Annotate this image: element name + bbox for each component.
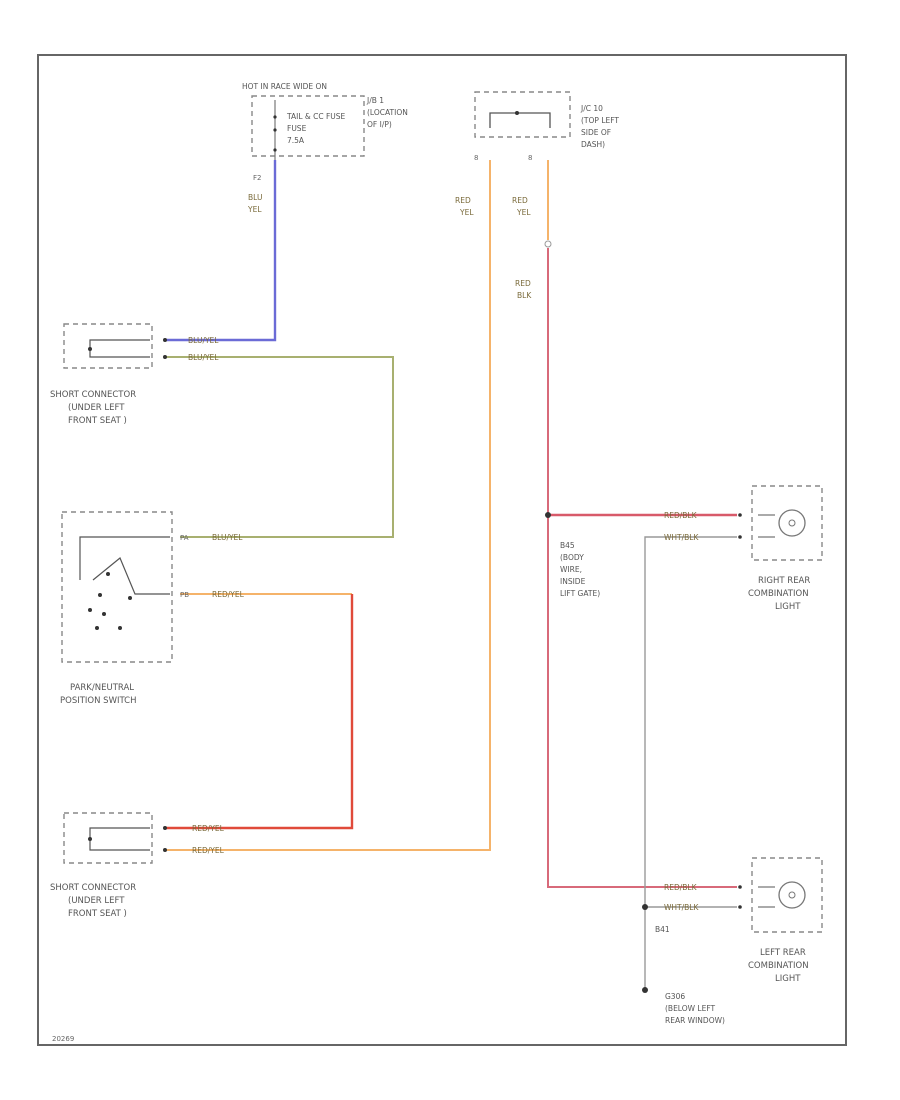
sc-top-line2: (UNDER LEFT [68,403,125,413]
jc-name: J/C 10 [580,104,603,113]
jc-loc-2: SIDE OF [581,128,611,137]
splice-line4: LIFT GATE) [560,589,600,598]
wire-label-blk-c: BLK [517,291,532,300]
ground-splice [642,904,648,910]
wire-label-red-c: RED [515,279,531,288]
fuse-box [251,95,365,157]
wire-red-yel-jc [165,160,491,851]
short-connector-bottom [63,812,153,864]
fuse-block-loc-2: OF I/P) [367,120,392,129]
fuse-block-name: J/B 1 [366,96,384,105]
wire-red-yel-switch [165,594,354,830]
sc-top-wire2: BLU/YEL [188,353,219,362]
lr-line1: LEFT REAR [760,948,806,958]
park-neutral-switch [61,511,173,663]
lr-wire2: WHT/BLK [664,903,699,912]
wire-label-yel-b: YEL [516,208,531,217]
rr-wire2: WHT/BLK [664,533,699,542]
sc-bot-wire1: RED/YEL [192,824,225,833]
splice-name: B45 [560,541,575,550]
pn-wire-b: RED/YEL [212,590,245,599]
fuse-rating: 7.5A [287,136,305,145]
right-rear-bulb-icon [778,509,806,537]
jc-pin-right: 8 [528,154,532,162]
lr-line3: LIGHT [775,974,801,984]
wire-red-blk-main [547,248,737,888]
lr-line2: COMBINATION [748,961,809,971]
fuse-label-fuse: FUSE [287,124,307,133]
short-connector-top [63,323,153,369]
ground-name: G306 [665,992,685,1001]
sc-top-wire1: BLU/YEL [188,336,219,345]
hot-label: HOT IN RACE WIDE ON [242,82,327,91]
figure-id: 20269 [52,1035,74,1043]
right-rear-light-box [751,485,823,561]
jc-loc-3: DASH) [581,140,605,149]
rr-wire1: RED/BLK [664,511,698,520]
wire-blu-yel-switch [165,356,394,538]
pn-line2: POSITION SWITCH [60,696,137,706]
fuse-pin: F2 [253,174,261,182]
left-rear-bulb-icon [778,881,806,909]
wire-label-blu: BLU [248,193,262,202]
ground-line1: (BELOW LEFT [665,1004,716,1013]
pn-line1: PARK/NEUTRAL [70,683,134,693]
pn-pin-a: PA [180,534,189,542]
wire-blu-yel-feed [165,160,277,342]
fuse-name: TAIL & CC FUSE [286,112,346,121]
wire-label-red-a: RED [455,196,471,205]
jc-loc-1: (TOP LEFT [581,116,619,125]
ground-icon [642,987,648,993]
pn-wire-a: BLU/YEL [212,533,243,542]
sc-bot-line2: (UNDER LEFT [68,896,125,906]
pn-pin-b: PB [180,591,189,599]
wire-label-yel-a: YEL [459,208,474,217]
rr-line1: RIGHT REAR [758,576,810,586]
ground-line2: REAR WINDOW) [665,1016,725,1025]
wire-label-red-b: RED [512,196,528,205]
splice-line2: WIRE, [560,565,582,574]
sc-bot-wire2: RED/YEL [192,846,225,855]
sc-bot-line3: FRONT SEAT ) [68,909,127,919]
splice-b45 [545,512,551,518]
splice-line1: (BODY [560,553,584,562]
rr-line3: LIGHT [775,602,801,612]
wire-label-yel: YEL [247,205,262,214]
sc-top-line3: FRONT SEAT ) [68,416,127,426]
junction-connector-box [474,91,571,138]
rr-line2: COMBINATION [748,589,809,599]
splice-line3: INSIDE [560,577,586,586]
fuse-block-loc-1: (LOCATION [367,108,408,117]
jc-pin-left: 8 [474,154,478,162]
ground-splice-name: B41 [655,925,670,934]
lr-wire1: RED/BLK [664,883,698,892]
wire-wht-blk-ground [644,536,737,990]
left-rear-light-box [751,857,823,933]
diagram-frame [37,54,847,1046]
sc-top-line1: SHORT CONNECTOR [50,390,136,400]
sc-bot-line1: SHORT CONNECTOR [50,883,136,893]
